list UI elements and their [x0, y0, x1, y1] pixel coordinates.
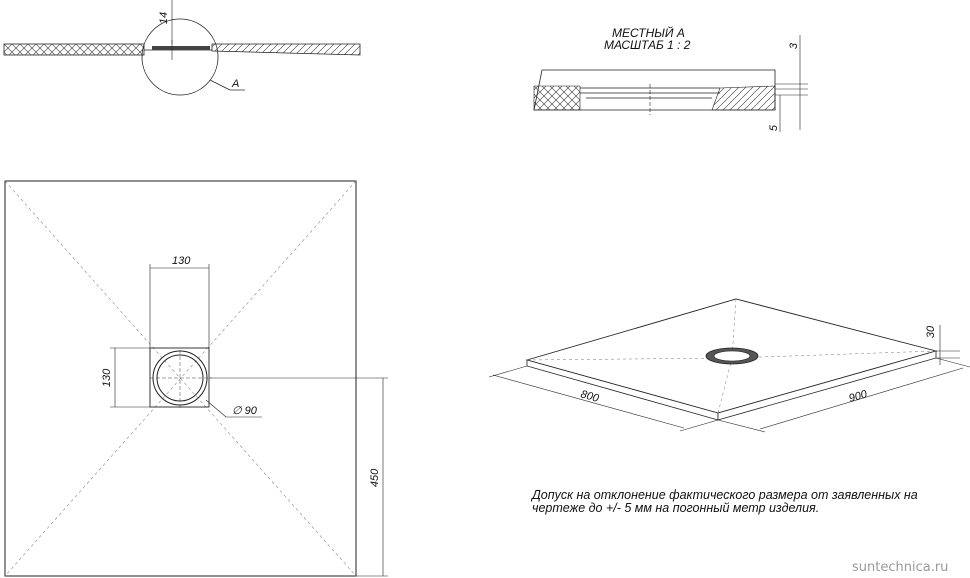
drain-diameter-label: ∅ 90 — [232, 405, 258, 417]
tolerance-note-line2: чертеже до +/- 5 мм на погонный метр изд… — [532, 501, 819, 515]
section-slab-right — [211, 43, 361, 56]
drain-width-label: 130 — [172, 255, 191, 267]
iso-drain-inner — [713, 350, 751, 362]
detail-title-line2: МАСШТАБ 1 : 2 — [604, 38, 691, 52]
detail-a-view: МЕСТНЫЙ А МАСШТАБ 1 : 2 3 5 — [533, 24, 808, 132]
section-slab-left — [3, 43, 145, 56]
detail-dim-bottom: 5 — [768, 124, 780, 131]
side-dimension-label: 450 — [369, 468, 381, 487]
detail-dim-top: 3 — [788, 42, 800, 49]
isometric-view: 800 900 30 — [488, 298, 970, 433]
iso-height-label: 30 — [925, 325, 937, 338]
iso-length-right-label: 900 — [848, 388, 870, 405]
drain-square — [149, 347, 210, 408]
section-view: A 14 — [3, 0, 361, 96]
section-drain — [152, 46, 210, 50]
detail-circle-a — [141, 18, 219, 96]
section-thickness-label: 14 — [158, 12, 170, 24]
detail-callout-label: A — [231, 78, 239, 90]
watermark: suntechnica.ru — [852, 560, 948, 575]
plan-view: 130 130 ∅ 90 450 — [4, 180, 388, 577]
iso-length-left-label: 800 — [579, 388, 601, 405]
detail-title-line1: МЕСТНЫЙ А — [612, 24, 685, 40]
tolerance-note-line1: Допуск на отклонение фактического размер… — [530, 488, 918, 502]
plan-outline — [4, 180, 357, 577]
drain-height-label: 130 — [101, 368, 113, 387]
